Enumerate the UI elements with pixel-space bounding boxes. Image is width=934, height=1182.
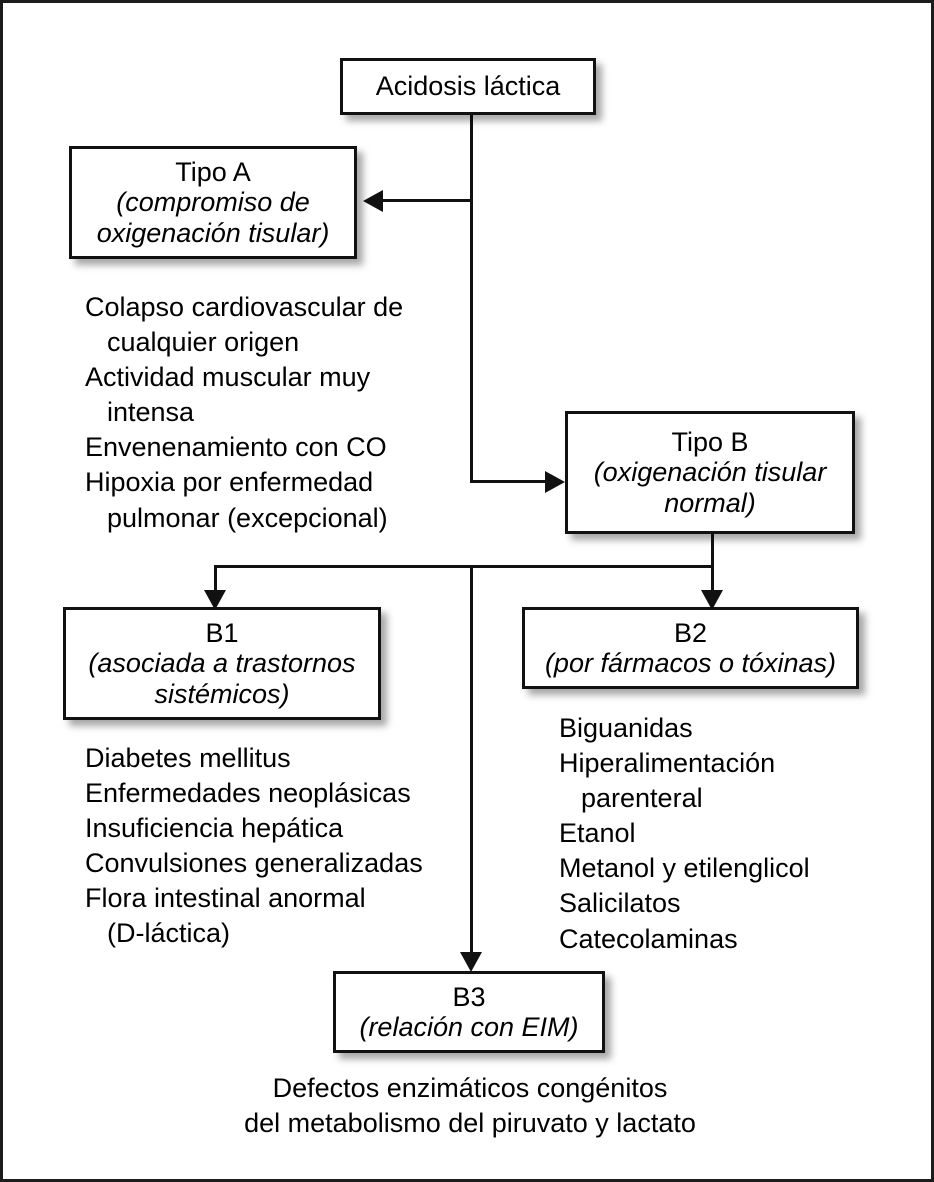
node-tipo-b-subtitle: (oxigenación tisular normal) <box>594 457 827 518</box>
list-tipo-a: Colapso cardiovascular de cualquier orig… <box>85 290 465 536</box>
node-b2-subtitle: (por fármacos o tóxinas) <box>545 648 836 679</box>
list-item: Catecolaminas <box>559 922 899 957</box>
caption-b3-line2: del metabolismo del piruvato y lactato <box>244 1108 696 1139</box>
list-item-line2: parenteral <box>581 783 703 814</box>
node-b3-title: B3 <box>452 981 486 1012</box>
arrowhead-b1 <box>204 590 226 610</box>
connector-to-b3 <box>470 565 473 955</box>
connector-to-tipo-b <box>470 480 547 483</box>
list-item-line1: Diabetes mellitus <box>85 743 291 773</box>
node-b2-title: B2 <box>673 617 708 648</box>
connector-trunk-vertical <box>470 113 473 483</box>
list-item-line1: Enfermedades neoplásicas <box>85 778 411 809</box>
node-b3[interactable]: B3 (relación con EIM) <box>333 971 605 1053</box>
list-item-line1: Catecolaminas <box>559 923 738 954</box>
list-item-line1: Colapso cardiovascular de <box>85 292 404 322</box>
connector-to-b2 <box>711 565 714 593</box>
node-tipo-a-subtitle: (compromiso de oxigenación tisular) <box>97 187 330 248</box>
node-b2-subtitle-line1: (por fármacos o tóxinas) <box>544 648 837 678</box>
node-b1-subtitle: (asociada a trastornos sistémicos) <box>88 648 355 709</box>
connector-to-b1 <box>214 565 217 593</box>
node-b1-subtitle-line2: sistémicos) <box>154 678 290 709</box>
list-item: Envenenamiento con CO <box>85 430 465 465</box>
node-tipo-b-title: Tipo B <box>671 426 749 457</box>
node-tipo-a-title: Tipo A <box>175 156 251 187</box>
node-tipo-b-subtitle-line1: (oxigenación tisular <box>593 457 827 488</box>
node-b1[interactable]: B1 (asociada a trastornos sistémicos) <box>63 607 381 720</box>
list-item: Hipoxia por enfermedad pulmonar (excepci… <box>85 465 465 535</box>
node-acidosis-lactica-title: Acidosis láctica <box>375 71 561 102</box>
list-item-line1: Envenenamiento con CO <box>85 432 387 463</box>
list-item-line1: Salicilatos <box>559 888 681 919</box>
node-tipo-b-subtitle-line2: normal) <box>664 487 756 518</box>
list-item: Salicilatos <box>559 886 899 921</box>
node-tipo-a-subtitle-line2: oxigenación tisular) <box>96 217 330 248</box>
connector-distribution-bar <box>214 565 714 568</box>
list-item-line2: (D-láctica) <box>107 918 231 949</box>
list-item: Colapso cardiovascular de cualquier orig… <box>85 290 465 360</box>
list-item-line1: Biguanidas <box>559 713 693 743</box>
list-item: Flora intestinal anormal (D-láctica) <box>85 881 475 951</box>
node-acidosis-lactica[interactable]: Acidosis láctica <box>340 58 596 115</box>
list-item-line1: Actividad muscular muy <box>85 362 371 393</box>
list-item-line1: Convulsiones generalizadas <box>85 848 423 879</box>
list-b1: Diabetes mellitus Enfermedades neoplásic… <box>85 741 475 952</box>
node-b1-subtitle-line1: (asociada a trastornos <box>88 648 356 679</box>
arrowhead-tipo-b <box>545 471 565 493</box>
node-b3-subtitle: (relación con EIM) <box>359 1012 578 1043</box>
list-item: Convulsiones generalizadas <box>85 846 475 881</box>
caption-b3-line1: Defectos enzimáticos congénitos <box>272 1073 668 1103</box>
node-b2[interactable]: B2 (por fármacos o tóxinas) <box>522 607 859 689</box>
list-item: Etanol <box>559 816 899 851</box>
list-item: Metanol y etilenglicol <box>559 851 899 886</box>
list-item: Insuficiencia hepática <box>85 811 475 846</box>
arrowhead-b2 <box>701 590 723 610</box>
list-item: Enfermedades neoplásicas <box>85 776 475 811</box>
node-tipo-b[interactable]: Tipo B (oxigenación tisular normal) <box>565 411 855 534</box>
arrowhead-b3 <box>460 952 482 972</box>
list-item-line2: cualquier origen <box>107 327 300 358</box>
list-item-line2: intensa <box>107 397 195 428</box>
list-item-line1: Hiperalimentación <box>559 748 776 779</box>
list-item-line2: pulmonar (excepcional) <box>107 502 388 533</box>
list-item: Hiperalimentación parenteral <box>559 746 899 816</box>
list-item-line1: Insuficiencia hepática <box>85 813 344 844</box>
list-item-line1: Hipoxia por enfermedad <box>85 467 374 498</box>
node-b3-subtitle-line1: (relación con EIM) <box>359 1012 579 1042</box>
arrowhead-tipo-a <box>363 190 383 212</box>
connector-to-tipo-a <box>383 199 471 202</box>
node-tipo-a-subtitle-line1: (compromiso de <box>116 187 310 218</box>
list-item-line1: Metanol y etilenglicol <box>559 853 810 884</box>
caption-b3: Defectos enzimáticos congénitos del meta… <box>140 1071 800 1141</box>
list-item: Actividad muscular muy intensa <box>85 360 465 430</box>
connector-tipo-b-down <box>711 534 714 568</box>
list-item: Diabetes mellitus <box>85 741 475 776</box>
list-item-line1: Etanol <box>559 818 636 849</box>
list-item-line1: Flora intestinal anormal <box>85 883 366 914</box>
list-b2: Biguanidas Hiperalimentación parenteral … <box>559 711 899 957</box>
list-item: Biguanidas <box>559 711 899 746</box>
node-tipo-a[interactable]: Tipo A (compromiso de oxigenación tisula… <box>69 146 357 259</box>
node-b1-title: B1 <box>205 617 239 648</box>
